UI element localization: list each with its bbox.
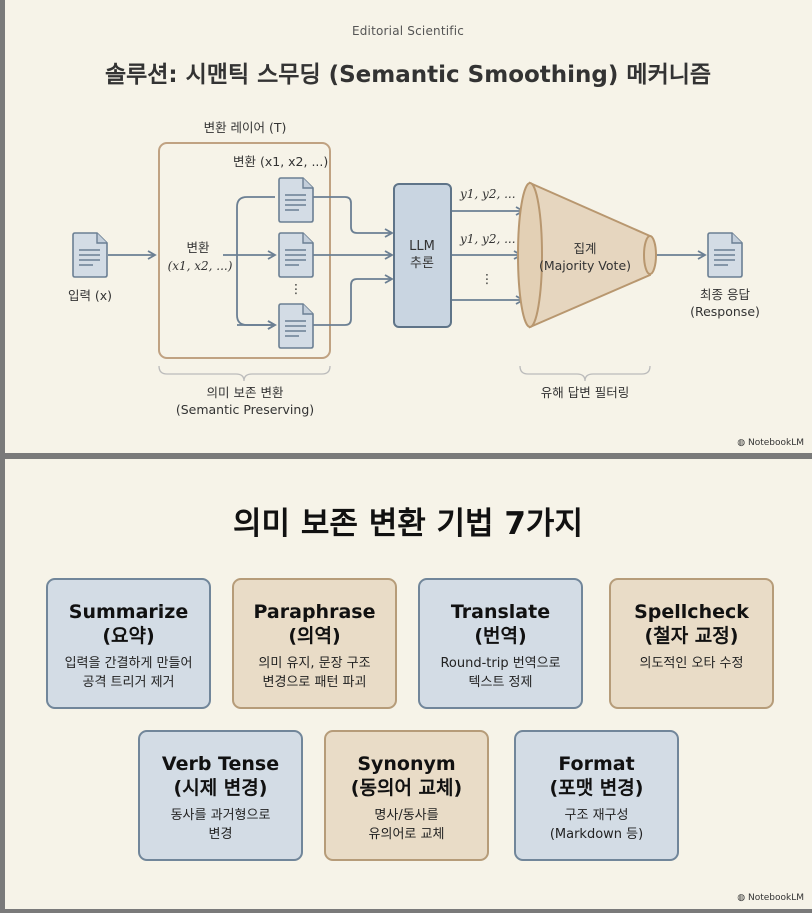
brand-name: NotebookLM [747, 893, 804, 903]
flow-arrows [108, 196, 707, 330]
card-desc: 공격 트리거 제거 [82, 675, 175, 690]
variants-label: 변환 (x1, x2, ...) [233, 154, 329, 169]
card-desc: 유의어로 교체 [368, 827, 445, 842]
card-desc: 구조 재구성 [564, 808, 629, 823]
diagram-shapes [72, 142, 743, 382]
input-doc-icon [72, 232, 108, 278]
output-label: y1, y2, ... [460, 187, 516, 201]
output-label: y1, y2, ... [460, 232, 516, 246]
card-title: Spellcheck [634, 601, 749, 623]
final-sub: (Response) [690, 304, 760, 319]
slide-subtitle: Editorial Scientific [351, 24, 465, 38]
card-title: Format [558, 753, 635, 775]
llm-label: LLM [409, 239, 435, 254]
card-desc: 의도적인 오타 수정 [639, 656, 744, 671]
transform-label: 변환 [186, 240, 210, 255]
card-title: Summarize [68, 601, 189, 623]
card-korean: (요약) [102, 625, 155, 647]
technique-card-format: Format (포맷 변경) 구조 재구성 (Markdown 등) [514, 730, 679, 861]
slide-semantic-smoothing: Editorial Scientific 솔루션: 시맨틱 스무딩 (Seman… [5, 0, 812, 453]
card-desc: (Markdown 등) [549, 827, 644, 842]
card-desc: 명사/동사를 [374, 808, 439, 823]
brace-left-label: 의미 보존 변환 [206, 385, 284, 400]
llm-box [393, 183, 452, 328]
transform-layer-box [158, 142, 331, 359]
card-desc: 텍스트 정제 [468, 675, 533, 690]
card-title: Paraphrase [253, 601, 376, 623]
card-korean: (철자 교정) [644, 625, 739, 647]
funnel-shape [517, 181, 657, 329]
final-label: 최종 응답 [700, 287, 750, 302]
slide-title: 솔루션: 시맨틱 스무딩 (Semantic Smoothing) 메커니즘 [104, 62, 712, 88]
slide-title: 의미 보존 변환 기법 7가지 [233, 506, 583, 542]
card-korean: (의역) [288, 625, 341, 647]
card-desc: 변경으로 패턴 파괴 [262, 675, 367, 690]
technique-card-spellcheck: Spellcheck (철자 교정) 의도적인 오타 수정 [609, 578, 774, 709]
card-title: Translate [450, 601, 551, 623]
aggregate-sub: (Majority Vote) [538, 258, 632, 273]
brace-right-label: 유해 답변 필터링 [540, 385, 630, 400]
brand-logo: ◍ NotebookLM [737, 438, 804, 448]
card-desc: 동사를 과거형으로 [170, 808, 271, 823]
llm-label-korean: 추론 [410, 256, 434, 271]
card-title: Verb Tense [161, 753, 280, 775]
slide-transform-techniques: 의미 보존 변환 기법 7가지 Summarize (요약) 입력을 간결하게 … [5, 459, 812, 909]
card-title: Synonym [357, 753, 456, 775]
variant-doc-icon [278, 303, 314, 349]
variant-dots: ⋮ [289, 281, 303, 296]
brace-left-sub: (Semantic Preserving) [175, 402, 315, 417]
variant-doc-icon [278, 232, 314, 278]
card-korean: (포맷 변경) [549, 777, 644, 799]
card-korean: (동의어 교체) [350, 777, 463, 799]
transform-vars: (x1, x2, ...) [167, 259, 233, 273]
aggregate-label: 집계 [573, 241, 597, 256]
output-doc-icon [707, 232, 743, 278]
output-dots: ⋮ [480, 271, 494, 286]
card-desc: 변경 [208, 827, 233, 842]
card-desc: Round-trip 번역으로 [440, 656, 561, 671]
layer-label: 변환 레이어 (T) [203, 120, 287, 135]
card-korean: (번역) [474, 625, 527, 647]
variant-doc-icon [278, 177, 314, 223]
card-korean: (시제 변경) [173, 777, 268, 799]
input-label: 입력 (x) [67, 288, 113, 303]
card-desc: 입력을 간결하게 만들어 [64, 656, 193, 671]
brand-logo: ◍ NotebookLM [737, 893, 804, 903]
card-desc: 의미 유지, 문장 구조 [258, 656, 371, 671]
braces [158, 365, 651, 382]
brand-name: NotebookLM [747, 438, 804, 448]
